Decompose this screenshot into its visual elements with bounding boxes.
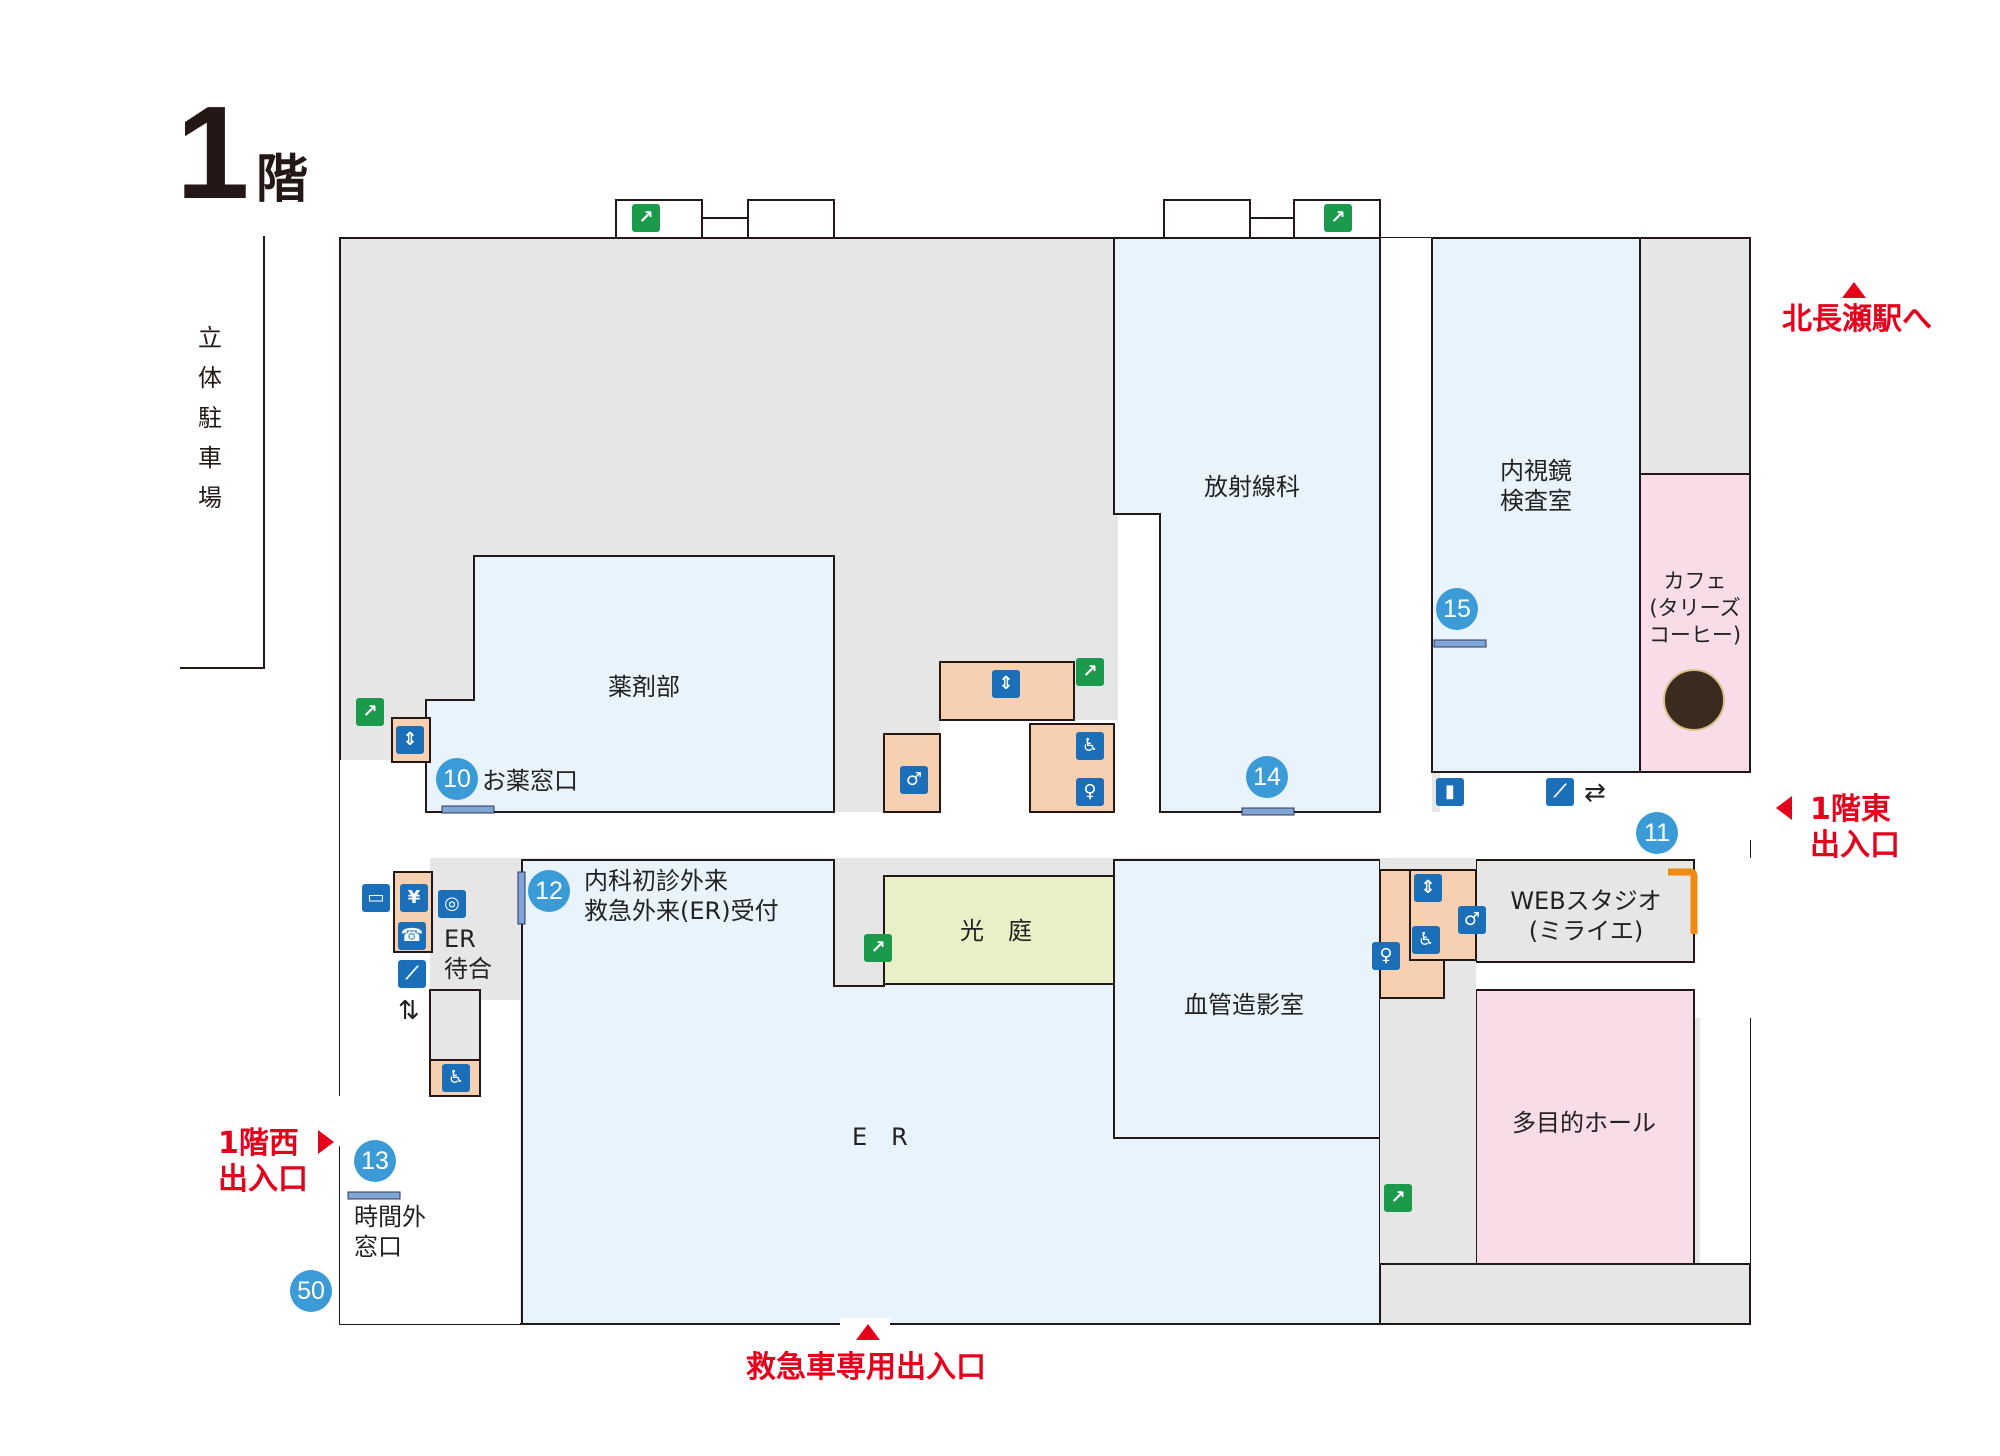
room-yakuzaibu[interactable] bbox=[425, 555, 835, 813]
tullys-logo bbox=[1663, 669, 1725, 731]
emergency-exit-icon: ↗ bbox=[1324, 204, 1352, 232]
emergency-exit-icon: ↗ bbox=[632, 204, 660, 232]
elevator-icon: ⇕ bbox=[992, 670, 1020, 698]
entrance-kitanagase: 北長瀬駅へ bbox=[1782, 302, 1932, 337]
floor-suffix: 階 bbox=[256, 150, 309, 210]
emergency-exit-icon: ↗ bbox=[1384, 1184, 1412, 1212]
tv-icon: ▭ bbox=[362, 884, 390, 912]
corridor-west-vertical bbox=[340, 760, 430, 1324]
wheelchair-restroom-icon: ♿ bbox=[442, 1064, 470, 1092]
arrow-ambulance bbox=[856, 1324, 880, 1340]
entrance-east: 1階東出入口 bbox=[1810, 792, 1900, 863]
badge-10: 10 bbox=[436, 758, 478, 800]
emergency-exit-icon: ↗ bbox=[356, 698, 384, 726]
elevator-icon: ⇕ bbox=[396, 726, 424, 754]
emergency-exit-icon: ↗ bbox=[1076, 658, 1104, 686]
tower-left bbox=[747, 199, 835, 239]
label-kotei: 光 庭 bbox=[960, 917, 1032, 945]
escalator-direction-arrows: ⇅ bbox=[398, 996, 420, 1026]
restroom-female-icon: ♀ bbox=[1372, 942, 1400, 970]
corridor-east-room bbox=[1118, 514, 1160, 812]
entrance-west: 1階西出入口 bbox=[218, 1126, 308, 1197]
tower-right bbox=[1163, 199, 1251, 239]
atm-icon: ¥ bbox=[400, 884, 428, 912]
label-naika: 内科初診外来救急外来(ER)受付 bbox=[584, 867, 779, 925]
escalator-direction-arrows: ⇄ bbox=[1584, 778, 1606, 808]
room-kekkan[interactable] bbox=[1113, 859, 1381, 1139]
wheelchair-restroom-icon: ♿ bbox=[1076, 732, 1104, 760]
room-web-studio[interactable] bbox=[1475, 859, 1695, 963]
label-tamokuteki: 多目的ホール bbox=[1512, 1109, 1656, 1137]
corridor-east-vertical bbox=[1380, 238, 1432, 812]
label-hoshasenka: 放射線科 bbox=[1204, 473, 1300, 501]
floor-number: 1 bbox=[176, 79, 250, 226]
label-naishikyo: 内視鏡検査室 bbox=[1500, 457, 1572, 515]
badge-14: 14 bbox=[1246, 756, 1288, 798]
coin-locker-icon: ◎ bbox=[438, 890, 466, 918]
badge-11: 11 bbox=[1636, 812, 1678, 854]
parking-label: 立 体 駐 車 場 bbox=[198, 324, 222, 512]
label-kekkan: 血管造影室 bbox=[1184, 991, 1304, 1019]
room-hoshasenka[interactable] bbox=[1113, 237, 1381, 813]
wheelchair-restroom-icon: ♿ bbox=[1412, 926, 1440, 954]
badge-13: 13 bbox=[354, 1140, 396, 1182]
label-web-studio: WEBスタジオ(ミライエ) bbox=[1510, 887, 1662, 945]
arrow-west-entrance bbox=[318, 1130, 334, 1154]
restroom-male-icon: ♂ bbox=[900, 766, 928, 794]
entrance-ambulance: 救急車専用出入口 bbox=[746, 1350, 986, 1385]
arrow-east-entrance bbox=[1776, 796, 1792, 820]
corridor-main bbox=[340, 812, 1750, 858]
escalator-icon: ⟋ bbox=[1546, 778, 1574, 806]
elevator-icon: ⇕ bbox=[1414, 874, 1442, 902]
label-er: E R bbox=[852, 1123, 908, 1151]
badge-15: 15 bbox=[1436, 588, 1478, 630]
badge-50: 50 bbox=[290, 1270, 332, 1312]
label-jikangai: 時間外窓口 bbox=[354, 1203, 426, 1261]
phone-icon: ☎ bbox=[398, 922, 426, 950]
label-cafe: カフェ(タリーズコーヒー) bbox=[1648, 569, 1742, 647]
restroom-female-icon: ♀ bbox=[1076, 778, 1104, 806]
emergency-exit-icon: ↗ bbox=[864, 934, 892, 962]
nursing-room-icon: ▮ bbox=[1436, 778, 1464, 806]
escalator-icon: ⟋ bbox=[398, 960, 426, 988]
parking-bracket bbox=[180, 236, 265, 669]
label-okusuri: お薬窓口 bbox=[482, 767, 578, 795]
label-yakuzaibu: 薬剤部 bbox=[608, 673, 680, 701]
courtyard-kotei bbox=[883, 875, 1115, 985]
badge-12: 12 bbox=[528, 870, 570, 912]
room-tamokuteki[interactable] bbox=[1475, 989, 1695, 1265]
restroom-male-icon: ♂ bbox=[1458, 906, 1486, 934]
arrow-kitanagase bbox=[1842, 282, 1866, 298]
